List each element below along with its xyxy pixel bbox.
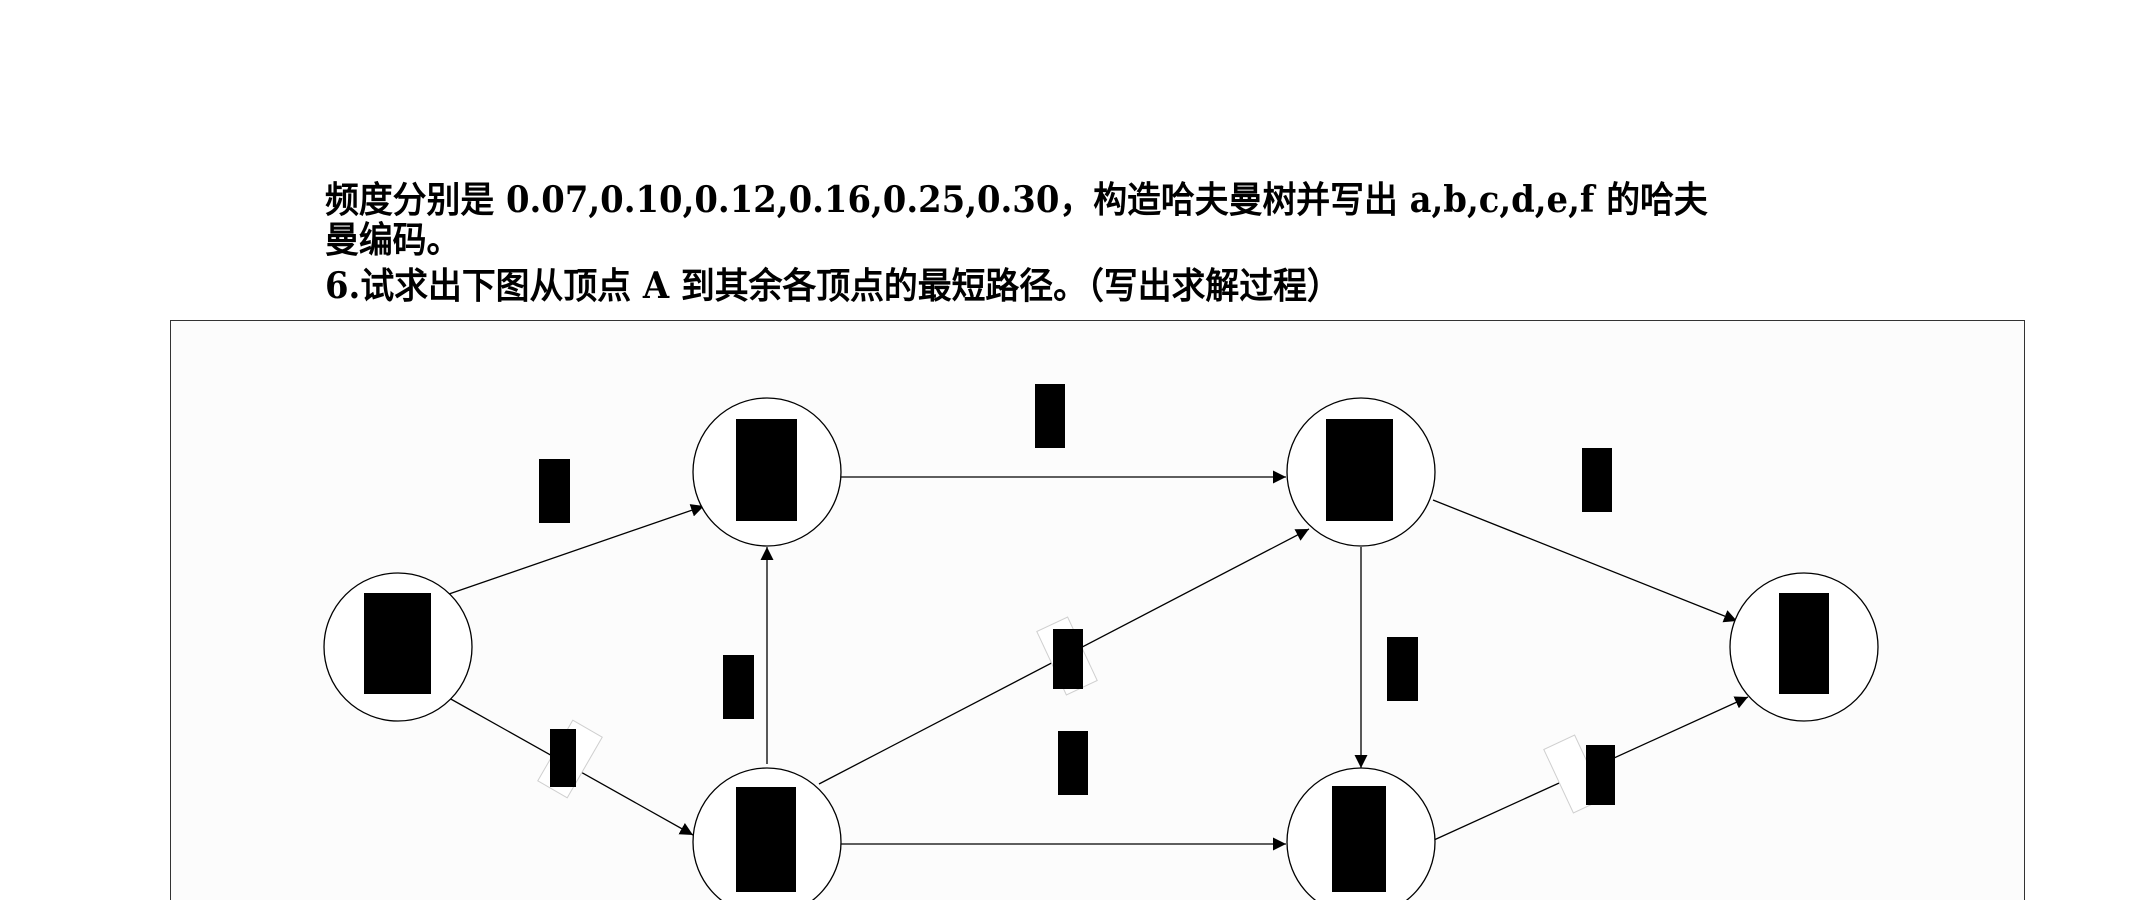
- redacted-node-label: [1779, 593, 1829, 694]
- redacted-edge-weight: [1058, 731, 1088, 795]
- redacted-edge-weight: [539, 459, 570, 523]
- redacted-node-label: [1326, 419, 1393, 521]
- edge-4-6: [1432, 499, 1738, 623]
- problem-6-question: 6.试求出下图从顶点 A 到其余各顶点的最短路径。（写出求解过程）: [325, 265, 1341, 307]
- redacted-node-label: [1332, 786, 1386, 892]
- problem-5-text-line-1: 频度分别是 0.07,0.10,0.12,0.16,0.25,0.30，构造哈夫…: [325, 179, 1708, 221]
- graph-figure: [170, 320, 2025, 900]
- redacted-edge-weight: [1387, 637, 1418, 701]
- redacted-node-label: [364, 593, 431, 694]
- redacted-edge-weight: [1053, 629, 1083, 689]
- edge-1-2: [448, 504, 705, 595]
- redacted-edge-weight: [1035, 384, 1065, 448]
- redacted-node-label: [736, 787, 796, 892]
- problem-5-text-line-2: 曼编码。: [325, 219, 461, 261]
- redacted-edge-weight: [1582, 448, 1612, 512]
- redacted-edge-weight: [1586, 745, 1615, 805]
- redacted-node-label: [736, 419, 797, 521]
- redacted-edge-weight: [550, 729, 576, 787]
- redacted-edge-weight: [723, 655, 754, 719]
